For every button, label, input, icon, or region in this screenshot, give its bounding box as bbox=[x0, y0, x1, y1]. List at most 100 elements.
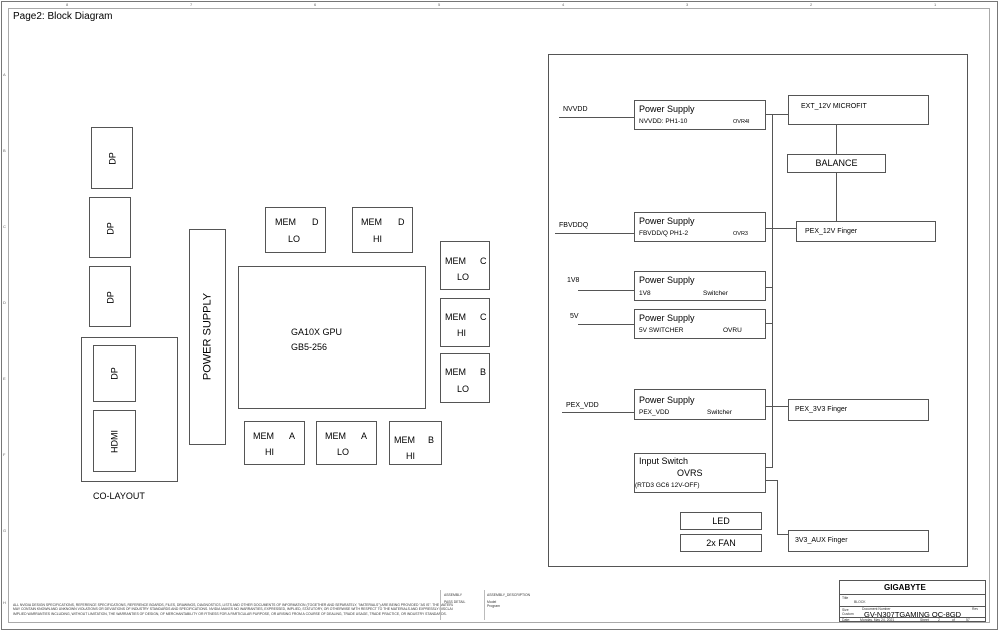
aux-3v3-connector: 3V3_AUX Finger bbox=[788, 530, 929, 552]
dp-connector-1: DP bbox=[91, 127, 133, 189]
mem-label: MEM bbox=[445, 256, 466, 266]
ps-title: Power Supply bbox=[639, 395, 695, 405]
led-block: LED bbox=[680, 512, 762, 530]
assembly-desc-label: ASSEMBLY_DESCRIPTION bbox=[487, 593, 531, 597]
rev-label: Rev bbox=[972, 607, 979, 611]
power-bus-vertical bbox=[772, 114, 773, 468]
company-name: GIGABYTE bbox=[884, 583, 926, 592]
mem-label: MEM bbox=[445, 312, 466, 322]
gpu-name: GA10X GPU bbox=[291, 327, 343, 337]
mem-b-hi: MEM B HI bbox=[389, 421, 442, 465]
dp-connector-2: DP bbox=[89, 197, 131, 258]
size-label: Size bbox=[842, 608, 849, 612]
mem-label: MEM bbox=[394, 435, 415, 445]
ruler-col-label: 1 bbox=[934, 2, 937, 7]
mem-a-hi: MEM A HI bbox=[244, 421, 305, 465]
mem-bank: HI bbox=[265, 447, 274, 457]
ps-desc: 5V SWITCHER bbox=[639, 327, 684, 334]
dp-label: DP bbox=[105, 291, 116, 304]
bus-tap-5v bbox=[766, 323, 772, 324]
aux-lead-top bbox=[766, 480, 777, 481]
gpu-memory-config: GB5-256 bbox=[291, 342, 328, 352]
mem-channel: B bbox=[428, 435, 435, 445]
ruler-col-label: 3 bbox=[686, 2, 689, 7]
dp-label: DP bbox=[107, 152, 118, 165]
co-layout-label: CO-LAYOUT bbox=[93, 491, 145, 501]
of-label: of bbox=[952, 618, 955, 622]
mem-bank: LO bbox=[457, 272, 470, 282]
mem-d-lo: MEM D LO bbox=[265, 207, 326, 253]
mem-bank: LO bbox=[337, 447, 350, 457]
dp-label: DP bbox=[109, 367, 120, 380]
docnum-label: Document Number bbox=[862, 607, 891, 611]
ruler-row-label: D bbox=[3, 300, 6, 305]
ruler-col-label: 2 bbox=[810, 2, 813, 7]
date-value: Monday, May 24, 2021 bbox=[860, 618, 895, 622]
hdmi-label: HDMI bbox=[109, 430, 120, 453]
footer-assembly-cell: ASSEMBLY PASS DETAIL bbox=[440, 590, 485, 620]
rail-line-fbvddq bbox=[555, 233, 634, 234]
fan-label: 2x FAN bbox=[706, 538, 736, 548]
ext-12v-label: EXT_12V MICROFIT bbox=[801, 103, 867, 110]
input-switch: Input Switch OVRS (RTD3 GC6 12V-OFF) bbox=[634, 453, 766, 493]
rail-label-1v8: 1V8 bbox=[567, 277, 580, 284]
sheet-value: 2 bbox=[938, 618, 940, 622]
mem-bank: HI bbox=[406, 451, 415, 461]
dp-connector-4: DP bbox=[93, 345, 136, 402]
ps-controller: OVRU bbox=[723, 327, 742, 334]
ps-controller: OVR3 bbox=[733, 231, 748, 237]
title-divider bbox=[840, 606, 985, 607]
bus-tap-1v8 bbox=[766, 287, 772, 288]
sheet-label: Sheet bbox=[920, 618, 929, 622]
pass-detail-label: PASS DETAIL bbox=[444, 600, 466, 604]
docnum-value: GV-N307TGAMING OC-8GD bbox=[864, 609, 962, 619]
ruler-row-label: C bbox=[3, 224, 6, 229]
ps-title: Power Supply bbox=[639, 216, 695, 226]
of-value: 57 bbox=[966, 618, 970, 622]
title-divider bbox=[840, 617, 985, 618]
bus-tap-pex-vdd bbox=[766, 406, 772, 407]
ps-title: Power Supply bbox=[639, 275, 695, 285]
mem-channel: A bbox=[289, 431, 296, 441]
mem-label: MEM bbox=[445, 367, 466, 377]
ruler-col-label: 4 bbox=[562, 2, 565, 7]
footer-description-cell: ASSEMBLY_DESCRIPTION Model Program bbox=[484, 590, 545, 620]
aux-lead-vertical bbox=[777, 480, 778, 534]
power-supply-block: POWER SUPPLY bbox=[189, 229, 226, 445]
bus-pex12v bbox=[772, 228, 796, 229]
ruler-row-label: G bbox=[3, 528, 7, 533]
dp-connector-3: DP bbox=[89, 266, 131, 327]
ps-title: Power Supply bbox=[639, 104, 695, 114]
mem-channel: C bbox=[480, 256, 487, 266]
balance-link bbox=[836, 125, 837, 154]
title-label: Title bbox=[842, 596, 849, 600]
balance-label: BALANCE bbox=[815, 158, 858, 168]
mem-d-hi: MEM D HI bbox=[352, 207, 413, 253]
mem-bank: HI bbox=[457, 328, 466, 338]
ps-title: Power Supply bbox=[639, 313, 695, 323]
input-switch-controller: OVRS bbox=[677, 468, 703, 478]
ruler-col-label: 6 bbox=[314, 2, 317, 7]
power-supply-nvvdd: Power Supply NVVDD: PH1-10 OVR4I bbox=[634, 100, 766, 130]
mem-bank: LO bbox=[457, 384, 470, 394]
model-label: Model bbox=[487, 600, 497, 604]
mem-label: MEM bbox=[253, 431, 274, 441]
hdmi-connector: HDMI bbox=[93, 410, 136, 472]
rail-line-5v bbox=[578, 324, 634, 325]
mem-bank: LO bbox=[288, 234, 301, 244]
ruler-col-label: 8 bbox=[66, 2, 69, 7]
power-supply-fbvddq: Power Supply FBVDD/Q PH1-2 OVR3 bbox=[634, 212, 766, 242]
mem-a-lo: MEM A LO bbox=[316, 421, 377, 465]
aux-3v3-label: 3V3_AUX Finger bbox=[795, 537, 848, 544]
dp-label: DP bbox=[105, 222, 116, 235]
mem-c-lo: MEM C LO bbox=[440, 241, 490, 290]
disclaimer-text: ALL NVIDIA DESIGN SPECIFICATIONS, REFERE… bbox=[13, 603, 453, 616]
gpu-block: GA10X GPU GB5-256 bbox=[238, 266, 426, 409]
disclaimer-line: MAY CONTAIN KNOWN AND UNKNOWN VIOLATIONS… bbox=[13, 607, 453, 612]
ps-desc: 1V8 bbox=[639, 290, 651, 297]
power-supply-5v: Power Supply 5V SWITCHER OVRU bbox=[634, 309, 766, 339]
power-supply-pex-vdd: Power Supply PEX_VDD Switcher bbox=[634, 389, 766, 420]
ps-desc: PEX_VDD bbox=[639, 409, 670, 416]
pex-3v3-connector: PEX_3V3 Finger bbox=[788, 399, 929, 421]
